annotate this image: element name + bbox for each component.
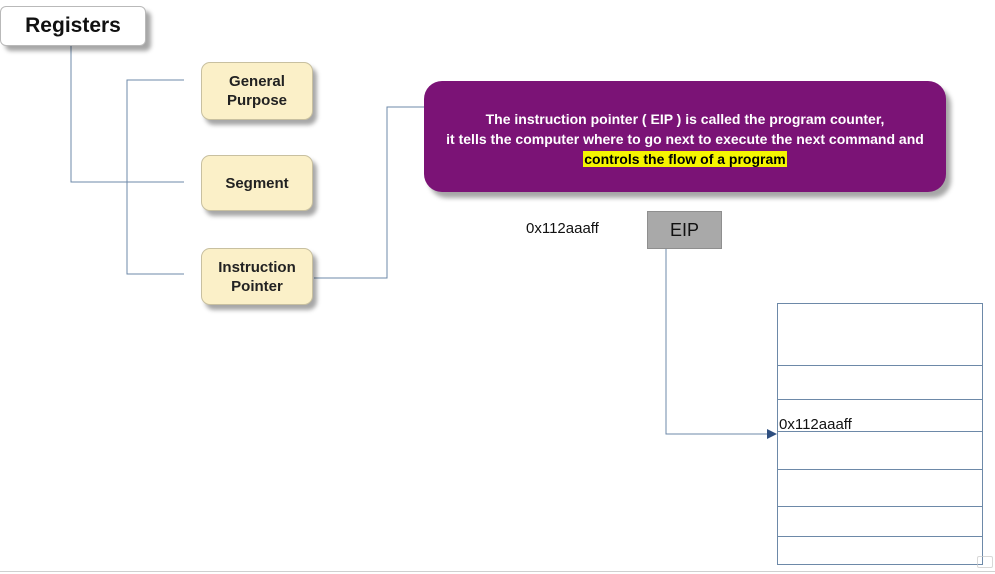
- eip-address-value: 0x112aaaff: [526, 220, 599, 237]
- stack-entry-address: 0x112aaaff: [779, 416, 852, 433]
- stack-row-divider: [778, 431, 982, 432]
- watermark-icon: [977, 556, 993, 568]
- registers-title: Registers: [0, 6, 146, 46]
- instruction-pointer-box: Instruction Pointer: [201, 248, 313, 305]
- callout-highlight: controls the flow of a program: [583, 150, 787, 167]
- bottom-divider: [0, 571, 995, 572]
- connector-eip-stack: [665, 249, 768, 435]
- callout-line-1: The instruction pointer ( EIP ) is calle…: [485, 110, 885, 127]
- callout-line-2: it tells the computer where to go next t…: [446, 130, 924, 147]
- eip-description-callout: The instruction pointer ( EIP ) is calle…: [424, 81, 946, 192]
- arrow-head-icon: [767, 429, 777, 439]
- segment-box: Segment: [201, 155, 313, 211]
- stack-row-divider: [778, 365, 982, 366]
- eip-register-box: EIP: [647, 211, 722, 249]
- stack-row-divider: [778, 469, 982, 470]
- connector-gp-ip: [126, 79, 184, 275]
- stack-row-divider: [778, 399, 982, 400]
- connector-registers-segment: [70, 46, 184, 183]
- stack-row-divider: [778, 506, 982, 507]
- stack-row-divider: [778, 536, 982, 537]
- memory-stack: [777, 303, 983, 565]
- connector-ip-callout: [314, 106, 424, 279]
- general-purpose-box: General Purpose: [201, 62, 313, 120]
- callout-line-3: controls the flow of a program: [583, 149, 787, 169]
